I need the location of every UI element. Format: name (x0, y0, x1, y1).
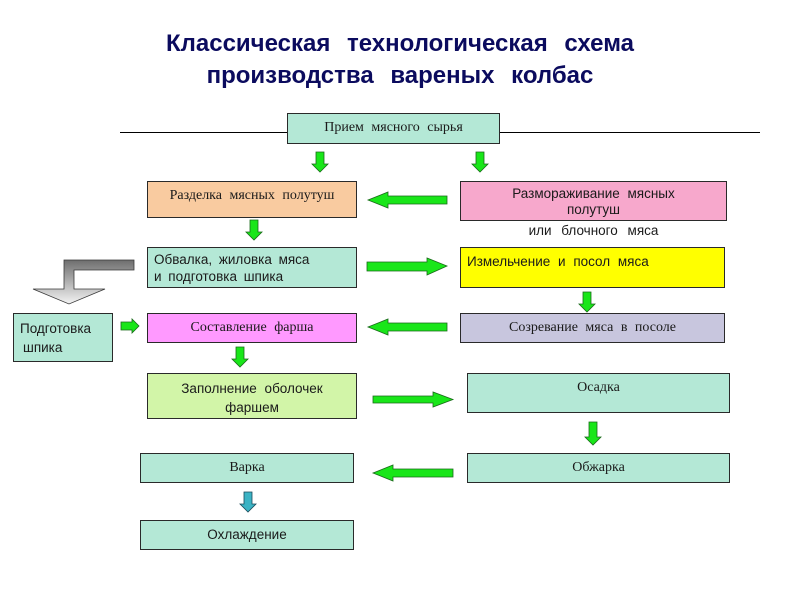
step-thawing-note: или блочного мяса (528, 223, 659, 238)
step-filling-line-2: фаршем (225, 399, 279, 415)
step-deboning-line-1: Обвалка, жиловка мяса (154, 252, 310, 267)
step-mince: Составление фарша (147, 313, 357, 343)
arrow-bent-deboning-to-fat-prep (32, 259, 135, 305)
step-settling-label: Осадка (577, 380, 620, 395)
step-grinding-label: Измельчение и посол мяса (467, 254, 649, 269)
step-cutting-label: Разделка мясных полутуш (169, 188, 335, 203)
step-cutting: Разделка мясных полутуш (147, 181, 357, 218)
step-fat-prep: Подготовка шпика (13, 313, 113, 362)
diagram-title: Классическая технологическая схема произ… (100, 28, 700, 92)
arrow-down-grinding-to-curing (578, 291, 596, 313)
divider-line-right (500, 132, 760, 133)
arrow-down-mince-to-filling (231, 346, 249, 368)
step-reception-label: Прием мясного сырья (324, 120, 463, 135)
step-curing-label: Созревание мяса в посоле (509, 320, 676, 335)
title-line-1: Классическая технологическая схема (165, 30, 634, 57)
arrow-down-cooking-to-cooling (239, 491, 257, 513)
step-roasting-label: Обжарка (572, 460, 625, 475)
arrow-right-filling-to-settling (372, 391, 455, 408)
divider-line-left (120, 132, 287, 133)
step-deboning: Обвалка, жиловка мяса и подготовка шпика (147, 247, 357, 288)
step-cooling-label: Охлаждение (207, 527, 287, 542)
step-fat-prep-line-1: Подготовка (20, 321, 92, 336)
arrow-right-fat-prep-to-mince (120, 318, 140, 334)
arrow-down-cutting-to-deboning (245, 219, 263, 241)
arrow-left-roasting-to-cooking (371, 464, 454, 482)
step-settling: Осадка (467, 373, 730, 413)
arrow-right-deboning-to-grinding (366, 257, 449, 276)
step-mince-label: Составление фарша (190, 320, 314, 335)
arrow-left-thawing-to-cutting (366, 191, 448, 209)
arrow-down-reception-to-cutting (311, 151, 329, 173)
arrow-left-curing-to-mince (366, 318, 448, 336)
arrow-down-reception-to-thawing (471, 151, 489, 173)
step-fat-prep-line-2: шпика (23, 340, 63, 355)
step-cooking-label: Варка (229, 460, 265, 475)
step-thawing-label: Размораживание мясных полутуш (512, 186, 675, 217)
step-deboning-line-2: и подготовка шпика (154, 269, 284, 284)
step-filling: Заполнение оболочек фаршем (147, 373, 357, 419)
arrow-down-settling-to-roasting (584, 421, 602, 446)
step-reception: Прием мясного сырья (287, 113, 500, 144)
title-line-2: производства вареных колбас (206, 62, 594, 89)
step-cooling: Охлаждение (140, 520, 354, 550)
step-cooking: Варка (140, 453, 354, 483)
step-filling-line-1: Заполнение оболочек (181, 380, 323, 396)
step-thawing: Размораживание мясных полутуш (460, 181, 727, 221)
step-grinding: Измельчение и посол мяса (460, 247, 725, 288)
step-curing: Созревание мяса в посоле (460, 313, 725, 343)
step-roasting: Обжарка (467, 453, 730, 483)
